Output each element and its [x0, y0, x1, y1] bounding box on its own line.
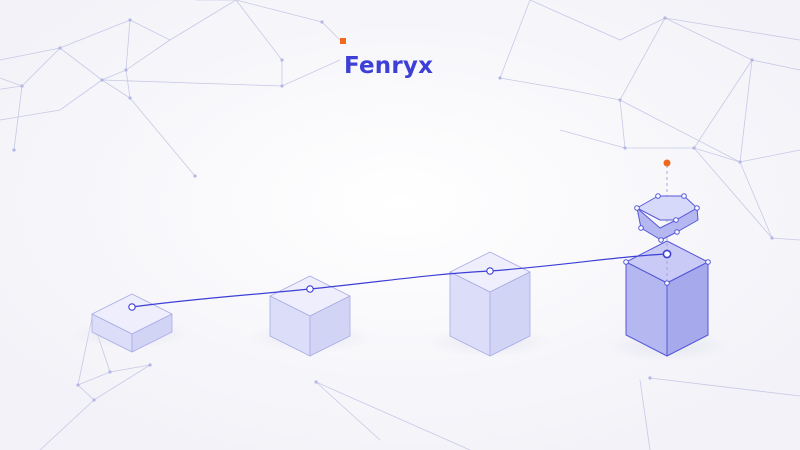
path-node-4	[662, 249, 672, 259]
accent-dot	[663, 159, 671, 167]
brand-name: Fenryx	[344, 53, 434, 79]
stage-2-box	[269, 275, 351, 357]
path-node-3	[486, 267, 494, 275]
path-node-2	[306, 285, 314, 293]
stage-3-right	[489, 271, 531, 357]
hex-cap-side	[636, 207, 699, 241]
growth-path	[131, 253, 668, 308]
stage-2-right	[309, 295, 351, 357]
brand-logo: Fenryx	[340, 38, 433, 78]
brand-mark-icon	[340, 38, 346, 44]
stage-4-corner-nodes	[623, 259, 711, 286]
network-nodes	[12, 16, 774, 402]
stage-4-right	[666, 261, 709, 357]
hex-cap-nodes	[634, 193, 700, 243]
path-nodes	[128, 249, 672, 311]
stage-1-right	[131, 313, 173, 353]
path-node-1	[128, 303, 136, 311]
